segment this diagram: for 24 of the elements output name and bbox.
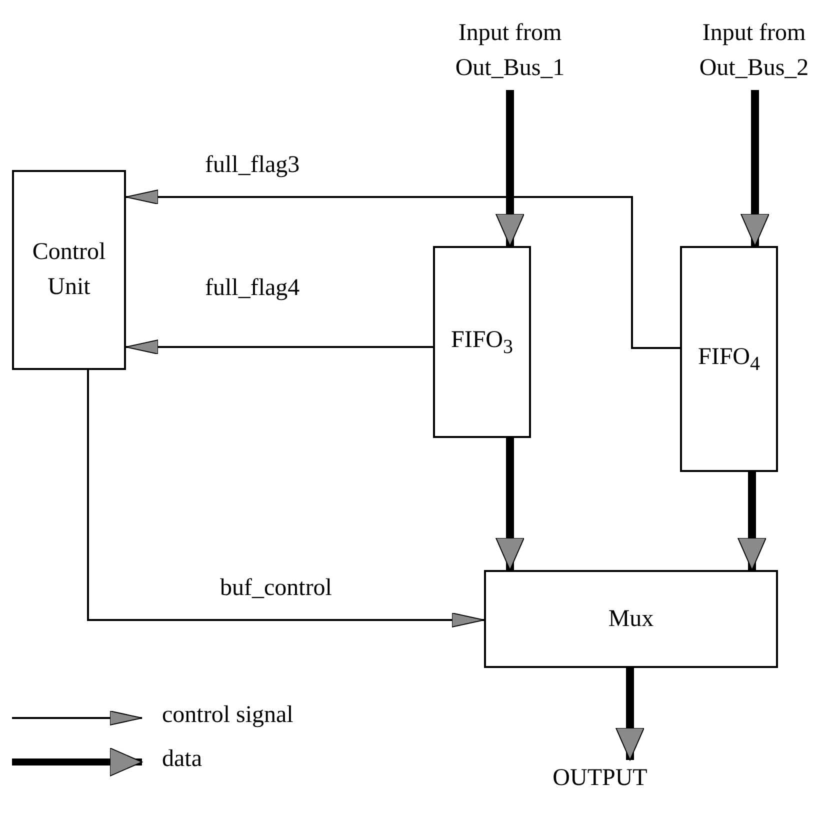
block-box [484, 570, 778, 668]
block-label: FIFO$_{3}$ [450, 326, 514, 360]
arrow [616, 668, 644, 760]
legend-label: control signal [162, 702, 294, 729]
arrow [126, 190, 680, 349]
block-box [12, 170, 126, 370]
arrow [87, 370, 484, 628]
arrow [126, 340, 433, 354]
arrow [496, 438, 524, 570]
signal-text: Input from Out_Bus_1 [454, 19, 566, 83]
block-label: Control Unit [31, 238, 107, 302]
signal-text: OUTPUT [552, 764, 648, 793]
block-box [680, 246, 778, 472]
block-label: Mux [608, 604, 654, 634]
block-box [433, 246, 531, 438]
arrow [496, 90, 524, 246]
signal-text: Input from Out_Bus_2 [698, 19, 810, 83]
legend-label: data [162, 746, 202, 773]
block-label: FIFO$_{4}$ [698, 342, 760, 376]
edge-label: full_flag4 [205, 275, 300, 302]
arrow [738, 472, 766, 570]
arrow [740, 90, 770, 246]
edge-label: full_flag3 [205, 152, 300, 179]
edge-label: buf_control [220, 575, 332, 602]
